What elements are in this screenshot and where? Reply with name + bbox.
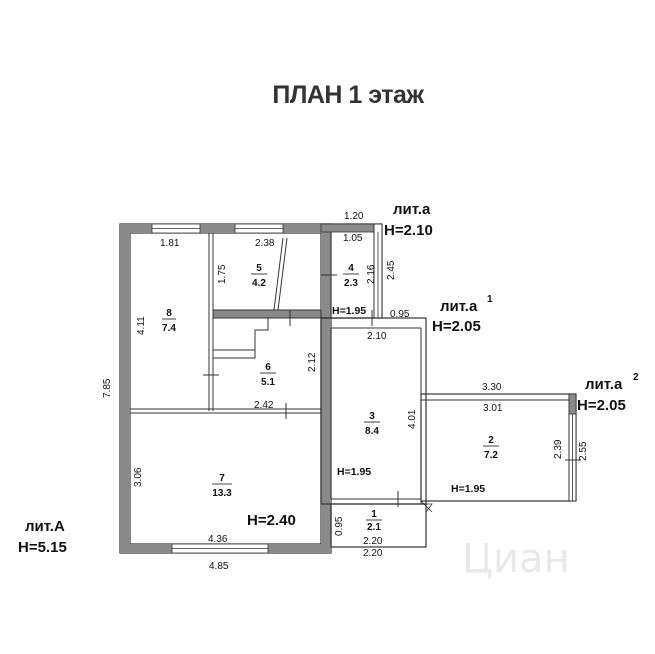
room-label-8: 8 7.4: [162, 308, 176, 334]
dim-2-39: 2.39: [553, 439, 564, 459]
dim-2-42: 2.42: [254, 400, 274, 411]
liter-a-name: лит.а: [393, 201, 431, 218]
liter-a-height: H=2.10: [384, 222, 433, 239]
room-label-5: 5 4.2: [251, 263, 267, 289]
liter-main-height: H=5.15: [18, 539, 67, 556]
dim-1-81: 1.81: [160, 238, 180, 249]
room-5-number: 5: [256, 263, 262, 274]
room-8-number: 8: [166, 308, 172, 319]
dim-2-45: 2.45: [386, 260, 397, 280]
plan-title: ПЛАН 1 этаж: [272, 81, 424, 109]
room-label-1: 1 2.1: [366, 509, 382, 533]
room-label-3: 3 8.4: [364, 411, 380, 437]
dim-3-30: 3.30: [482, 382, 502, 393]
room-6-number: 6: [265, 362, 271, 373]
room-label-4: 4 2.3: [343, 263, 359, 289]
room-2-number: 2: [488, 435, 494, 446]
corridor-height: H=1.95: [332, 305, 366, 317]
liter-main-label: лит.А H=5.15: [18, 518, 67, 556]
dim-3-06: 3.06: [133, 467, 144, 487]
room-3-number: 3: [369, 411, 375, 422]
dim-2-55: 2.55: [578, 441, 589, 461]
annex-a2-walls: [420, 393, 581, 513]
room-1-number: 1: [371, 509, 377, 520]
room-label-6: 6 5.1: [260, 362, 276, 388]
dim-2-12: 2.12: [307, 352, 318, 372]
dim-1-20: 1.20: [344, 211, 364, 222]
room-7-number: 7: [219, 473, 225, 484]
dim-2-20-b: 2.20: [363, 548, 383, 559]
dim-2-38: 2.38: [255, 238, 275, 249]
dim-4-85: 4.85: [209, 561, 229, 572]
dim-0-95-side: 0.95: [334, 516, 345, 536]
liter-a2-label: лит.а 2 H=2.05: [577, 372, 639, 414]
room-2-area: 7.2: [484, 450, 498, 461]
liter-a1-label: лит.а 1 H=2.05: [432, 294, 493, 335]
liter-a-label: лит.а H=2.10: [384, 201, 433, 239]
liter-a2-height: H=2.05: [577, 397, 626, 414]
room-1-area: 2.1: [367, 522, 381, 533]
dim-2-16: 2.16: [366, 264, 377, 284]
liter-a1-name: лит.а: [440, 298, 478, 315]
room-7-height: H=2.40: [247, 512, 296, 529]
liter-a1-sup: 1: [487, 294, 493, 305]
room-3-area: 8.4: [365, 426, 379, 437]
room-4-area: 2.3: [344, 278, 358, 289]
room-5-area: 4.2: [252, 278, 266, 289]
interior-partitions: [130, 233, 322, 419]
room-6-area: 5.1: [261, 377, 275, 388]
dim-4-36: 4.36: [208, 534, 228, 545]
dim-2-20-a: 2.20: [363, 536, 383, 547]
liter-a2-name: лит.а: [585, 376, 623, 393]
room-8-area: 7.4: [162, 323, 176, 334]
dim-0-95-top: 0.95: [390, 309, 410, 320]
liter-a2-sup: 2: [633, 372, 639, 383]
room-4-number: 4: [348, 263, 354, 274]
porch-walls: [330, 503, 433, 548]
room-7-area: 13.3: [212, 488, 232, 499]
room-label-7: 7 13.3: [212, 473, 232, 499]
room-2-height: H=1.95: [451, 483, 485, 495]
dim-4-01: 4.01: [407, 409, 418, 429]
room-3-height: H=1.95: [337, 466, 371, 478]
dim-7-85: 7.85: [102, 378, 113, 398]
watermark: Циан: [462, 536, 570, 582]
dim-1-75: 1.75: [217, 264, 228, 284]
dim-1-05: 1.05: [343, 233, 363, 244]
dim-3-01: 3.01: [483, 403, 503, 414]
dim-4-11: 4.11: [136, 316, 147, 335]
liter-a1-height: H=2.05: [432, 318, 481, 335]
room-label-2: 2 7.2: [483, 435, 499, 461]
dim-2-10: 2.10: [367, 331, 387, 342]
liter-main-name: лит.А: [25, 518, 65, 535]
dimension-labels: 1.81 2.38 1.20 1.05 0.95 2.10 3.30 3.01 …: [102, 211, 589, 572]
